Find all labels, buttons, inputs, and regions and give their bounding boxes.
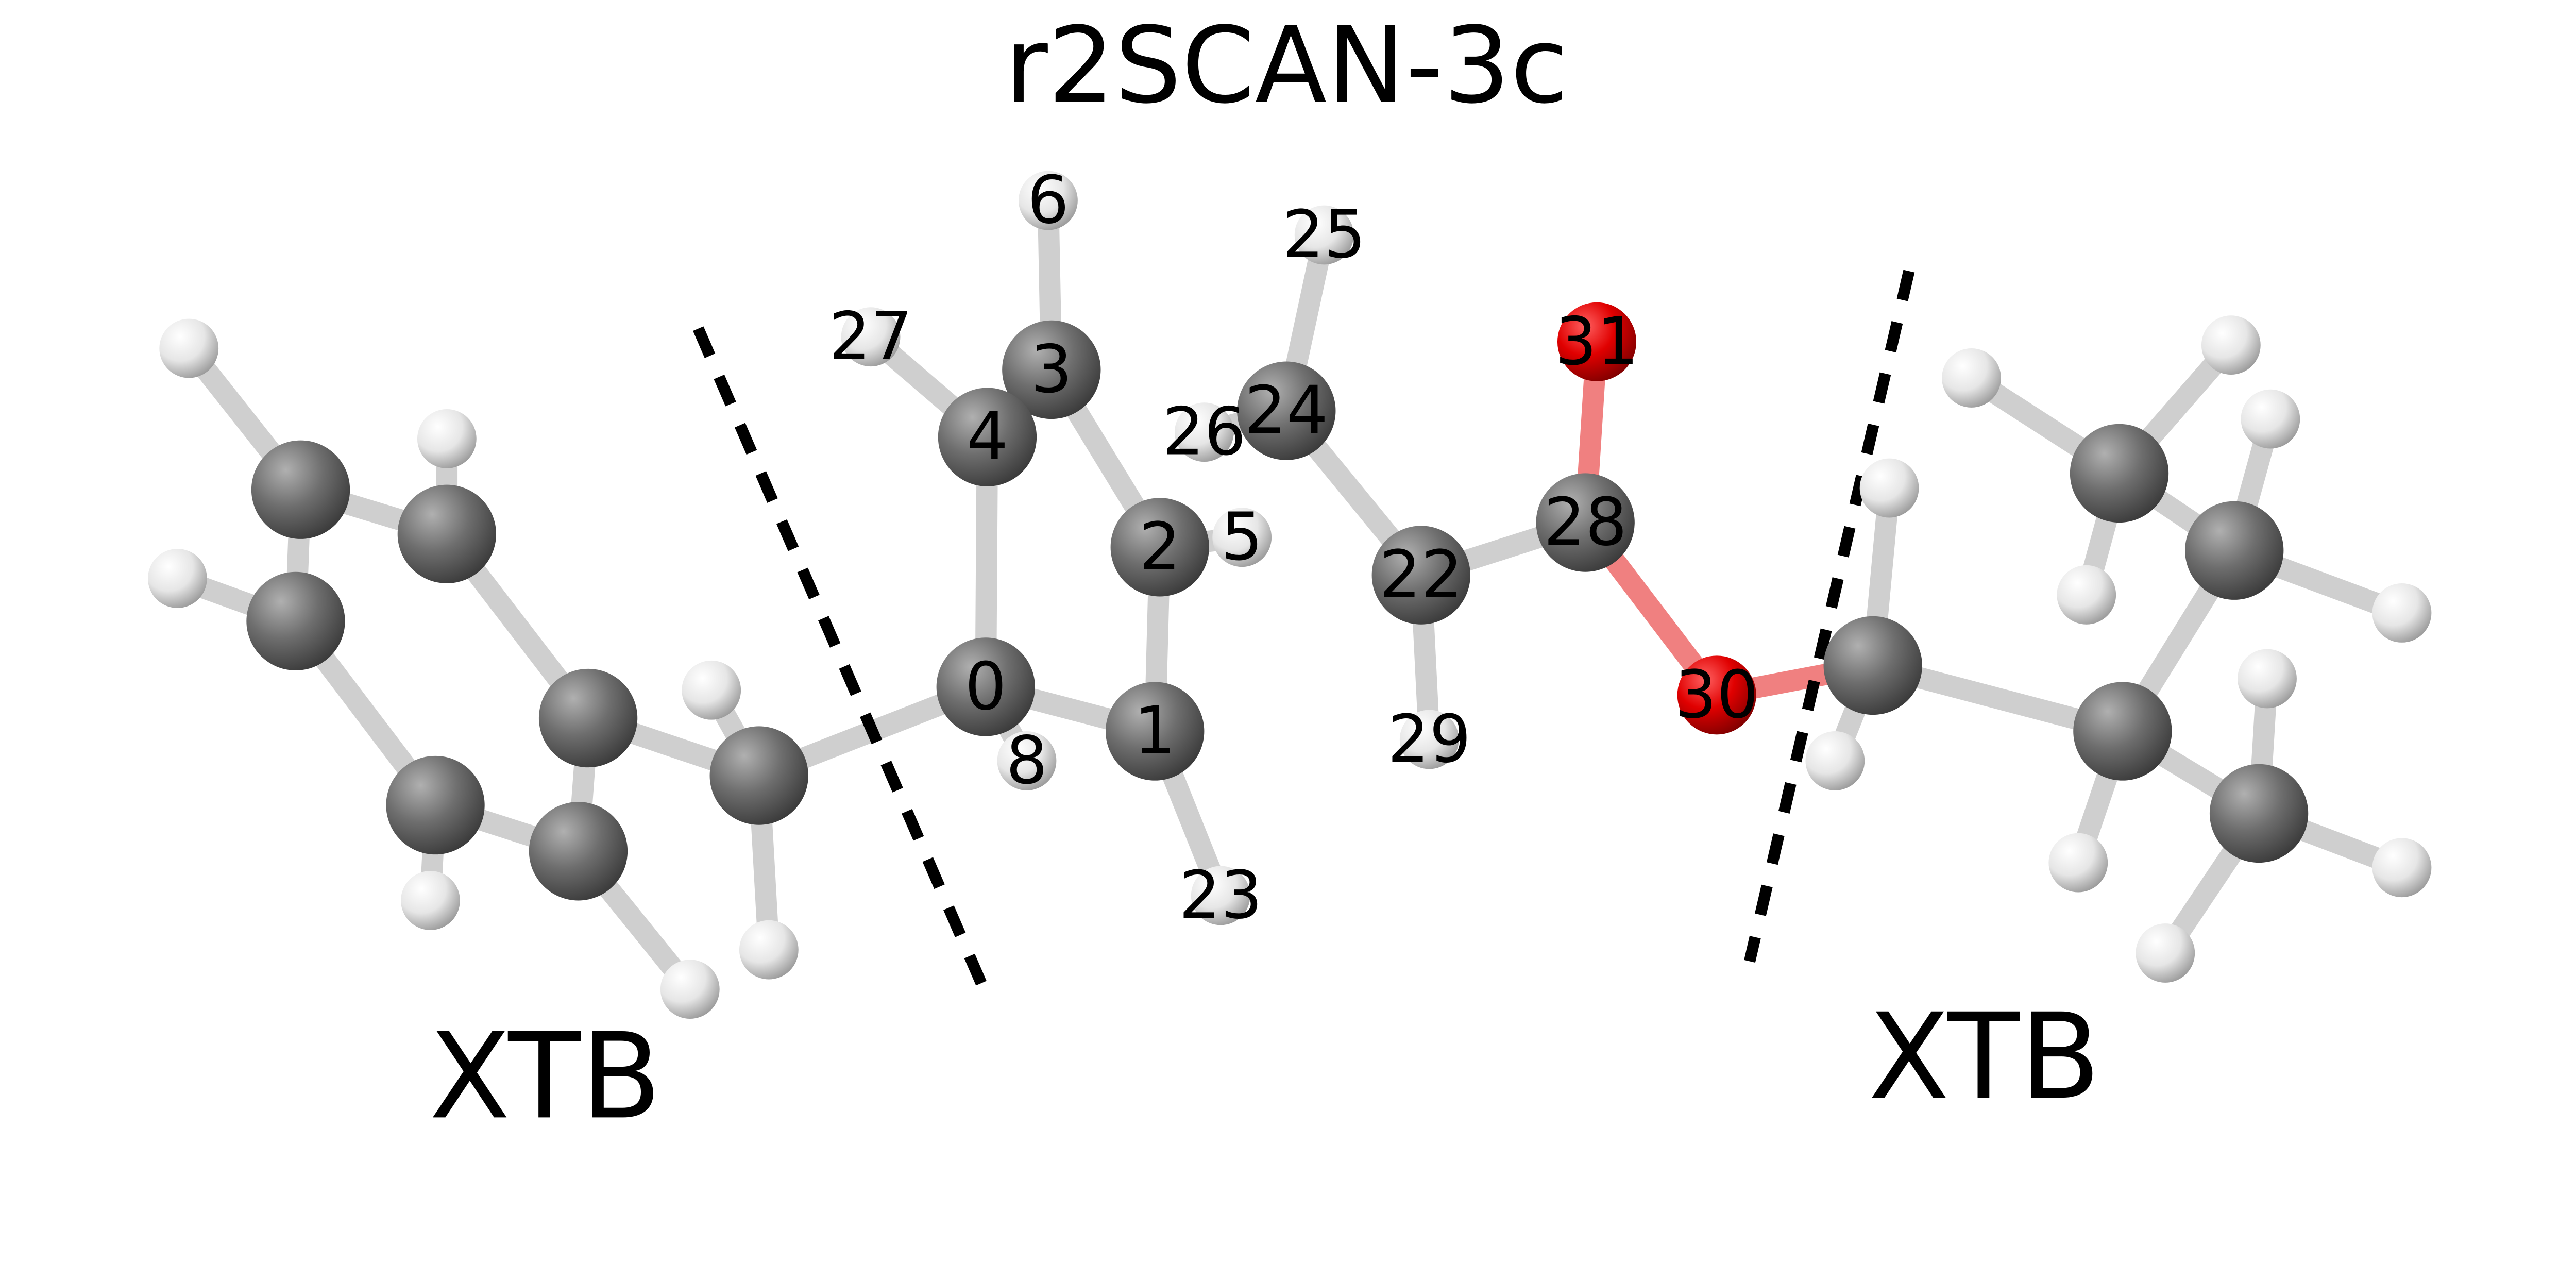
region-dividers: [692, 270, 1915, 988]
region-label-right: XTB: [1869, 988, 2101, 1126]
hydrogen-atom: [2241, 389, 2300, 449]
hydrogen-atom: [1805, 731, 1865, 790]
carbon-atom: [246, 571, 345, 671]
hydrogen-atom: [2238, 649, 2297, 709]
carbon-atom: [709, 726, 808, 825]
oxygen-atom: [1557, 302, 1637, 381]
hydrogen-atom: [401, 871, 460, 930]
hydrogen-atom: [2372, 583, 2432, 643]
atom-index-label: 2: [1139, 509, 1181, 585]
carbon-atom: [1823, 616, 1922, 715]
carbon-atom: [2185, 501, 2284, 600]
title: r2SCAN-3c: [1005, 5, 1568, 127]
atom-index-label: 24: [1245, 373, 1328, 449]
carbon-atom: [936, 637, 1035, 736]
atom-index-label: 31: [1555, 304, 1638, 380]
hydrogen-atom: [2201, 315, 2261, 375]
carbon-atom: [2073, 682, 2172, 781]
divider-right: [1744, 270, 1915, 963]
atom-index-label: 4: [967, 399, 1008, 475]
hydrogen-atom: [660, 960, 720, 1019]
hydrogen-atom: [2048, 833, 2108, 893]
carbon-atom: [2070, 424, 2169, 523]
oxygen-atom: [1677, 655, 1756, 735]
hydrogen-atom: [841, 307, 901, 367]
atom-index-label: 8: [1006, 722, 1047, 799]
atom-index-label: 23: [1179, 857, 1262, 934]
atom-index-label: 22: [1379, 537, 1463, 613]
hydrogen-atom: [1399, 710, 1459, 769]
carbon-atom: [1002, 320, 1101, 419]
hydrogen-atom: [682, 660, 741, 720]
atom-index-label: 30: [1675, 657, 1758, 733]
carbon-atom: [938, 388, 1037, 486]
atom-index-label: 27: [829, 299, 912, 375]
atom-index-label: 5: [1221, 499, 1263, 576]
atom-index-label: 0: [965, 649, 1007, 725]
carbon-atom: [1536, 473, 1635, 572]
hydrogen-atom: [1212, 508, 1272, 567]
carbon-atom: [251, 440, 350, 539]
hydrogen-atom: [147, 549, 207, 608]
atom-index-label: 3: [1030, 331, 1072, 408]
region-label-left: XTB: [429, 1008, 662, 1132]
hydrogen-atom: [1294, 205, 1354, 265]
carbon-atom: [1106, 682, 1205, 781]
atom-index-label: 28: [1544, 484, 1627, 561]
carbon-atom: [529, 802, 628, 901]
carbon-atom: [397, 484, 497, 584]
atom-index-label: 25: [1282, 197, 1366, 273]
carbon-atom: [538, 668, 638, 768]
hydrogen-atom: [2372, 838, 2432, 898]
carbon-atom: [1110, 498, 1209, 597]
hydrogen-atom: [1174, 402, 1234, 462]
atom-index-label: 29: [1387, 701, 1471, 778]
hydrogen-atom: [159, 318, 219, 378]
hydrogen-atom: [1191, 866, 1250, 925]
hydrogen-atom: [2136, 923, 2195, 983]
hydrogen-atom: [739, 920, 799, 980]
divider-left: [692, 326, 988, 988]
hydrogen-atom: [1859, 458, 1919, 518]
hydrogen-atom: [417, 409, 477, 468]
hydrogen-atom: [1942, 348, 2001, 408]
atom-index-label: 1: [1134, 693, 1176, 769]
carbon-atom: [386, 755, 485, 855]
atom-index-label: 26: [1162, 394, 1246, 470]
hydrogen-atom: [997, 731, 1057, 790]
hydrogen-atom: [2057, 565, 2116, 625]
atom-index-label: 6: [1027, 162, 1069, 239]
carbon-atom: [1237, 361, 1336, 460]
carbon-atom: [1371, 526, 1470, 625]
carbon-atom: [2209, 764, 2309, 863]
hydrogen-atom: [1019, 171, 1078, 230]
